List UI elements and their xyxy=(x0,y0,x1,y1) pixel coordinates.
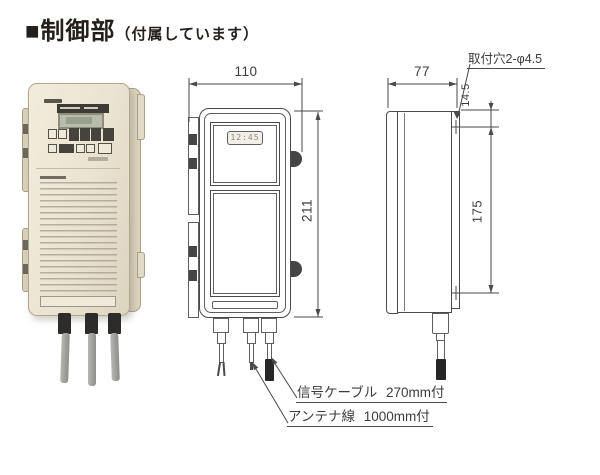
dim-side-depth: 77 xyxy=(413,64,431,79)
photo-button xyxy=(98,143,112,154)
photo-button-dark xyxy=(80,128,90,141)
latch-knob xyxy=(290,261,302,277)
side-cable-black-tip xyxy=(436,359,446,380)
photo-button xyxy=(58,129,67,139)
photo-hinge-notch xyxy=(23,148,29,158)
photo-hinge-notch xyxy=(23,264,29,274)
dim-front-height: 211 xyxy=(299,198,315,223)
photo-button xyxy=(76,144,85,153)
dim-hole-span: 175 xyxy=(469,199,485,224)
hinge-notch xyxy=(189,134,197,145)
photo-button xyxy=(48,144,57,153)
side-body xyxy=(397,111,452,313)
photo-button-dark xyxy=(69,128,79,141)
photo-model-bar-text xyxy=(60,107,80,109)
photo-button-dark xyxy=(59,144,74,153)
photo-instruction-text-lines xyxy=(40,182,117,294)
latch-knob xyxy=(290,151,302,167)
photo-hinge-notch xyxy=(23,240,29,250)
photo-cable-gland xyxy=(108,313,121,334)
side-door xyxy=(386,111,398,314)
front-bottom-slot xyxy=(212,301,278,309)
photo-cable-gland xyxy=(85,313,98,334)
photo-button-dark xyxy=(103,128,114,141)
photo-small-label xyxy=(88,157,108,161)
signal-cable-note: 信号ケーブル 270mm付 xyxy=(296,381,448,403)
section-title: ■制御部（付属しています） xyxy=(25,11,259,46)
photo-button xyxy=(48,129,57,139)
hinge-notch xyxy=(189,158,197,169)
photo-brand-mark xyxy=(44,99,62,103)
section-title-note: （付属しています） xyxy=(115,26,260,43)
front-lower-panel xyxy=(213,193,277,294)
cable-wire xyxy=(219,343,224,363)
photo-separator xyxy=(36,168,120,169)
photo-cable-gland xyxy=(58,313,71,334)
dim-hole-top-offset: 14.5 xyxy=(460,83,472,107)
photo-model-bar-text xyxy=(84,107,98,109)
photo-hinge-notch xyxy=(23,124,29,134)
section-title-heading: ■制御部 xyxy=(25,18,116,45)
photo-model-bar xyxy=(57,104,109,113)
photo-cable xyxy=(88,333,96,386)
timer-display: 12:45 xyxy=(227,131,263,145)
photo-button-dark xyxy=(91,128,101,141)
side-door-inner-line xyxy=(404,113,405,311)
photo-lcd-digits xyxy=(66,117,92,124)
photo-mount-tab xyxy=(137,94,145,140)
hinge-notch xyxy=(189,270,197,281)
mounting-hole-note: 取付穴2-φ4.5 xyxy=(467,48,546,69)
photo-button xyxy=(86,144,95,153)
photo-rating-table xyxy=(40,296,116,307)
wire-tip xyxy=(250,362,253,370)
hinge-notch xyxy=(189,246,197,257)
photo-instructions-heading xyxy=(40,176,66,179)
antenna-wire-note: アンテナ線 1000mm付 xyxy=(287,405,433,427)
photo-mount-tab xyxy=(137,252,145,278)
dim-front-width: 110 xyxy=(234,64,258,79)
